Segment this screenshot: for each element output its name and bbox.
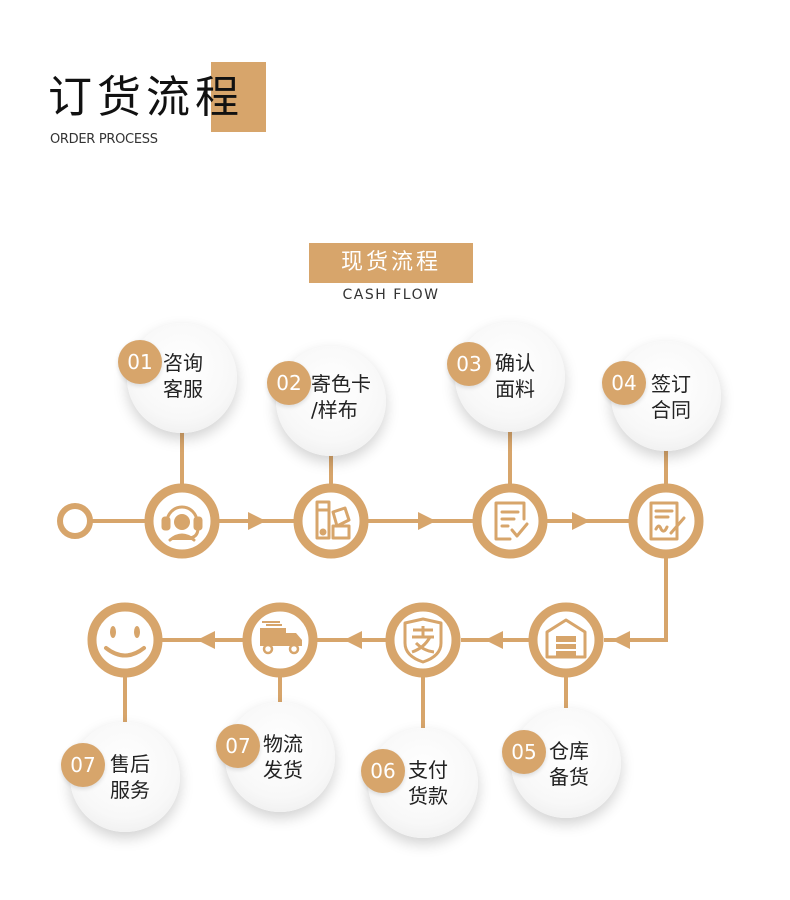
start-node [57,503,93,539]
arrow-left-icon [485,631,503,649]
step-label: 咨询客服 [163,351,203,401]
step-number: 06 [361,749,405,793]
arrow-right-icon [248,512,266,530]
step-number: 02 [267,361,311,405]
contract-sign-icon [649,501,686,541]
title-accent-block [211,62,266,132]
page-subtitle: ORDER PROCESS [50,132,158,147]
page-title: 订货流程 [48,72,244,123]
step-label: 售后服务 [110,752,150,802]
step-label: 仓库备货 [549,739,589,789]
step-label: 物流发货 [263,732,303,782]
arrow-left-icon [344,631,362,649]
headset-icon [161,505,203,542]
step-number: 07 [216,724,260,768]
arrow-right-icon [572,512,590,530]
step-label: 寄色卡/样布 [311,372,371,422]
warehouse-icon [545,618,587,659]
step-number: 01 [118,340,162,384]
step-number: 07 [61,743,105,787]
arrow-left-icon [612,631,630,649]
checklist-icon [494,501,529,541]
truck-icon [260,621,302,655]
step-number: 03 [447,342,491,386]
step-number: 04 [602,361,646,405]
flow-arrows [197,512,630,649]
connector-lines [123,430,668,728]
section-title: 现货流程 [309,243,473,283]
header: 订货流程 ORDER PROCESS [48,62,278,162]
smiley-icon [104,626,146,658]
step-number: 05 [502,730,546,774]
step-label: 签订合同 [651,372,691,422]
step-label: 支付货款 [408,758,448,808]
alipay-icon [403,617,443,664]
color-swatch-icon [315,500,351,540]
step-label: 确认面料 [495,351,535,401]
arrow-right-icon [418,512,436,530]
section-subtitle: CASH FLOW [342,287,440,303]
arrow-left-icon [197,631,215,649]
